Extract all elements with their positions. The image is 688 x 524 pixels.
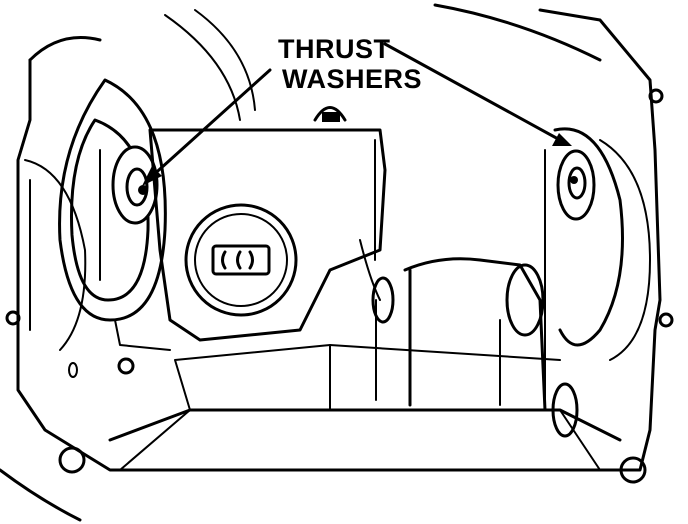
arrowhead-left-icon — [142, 166, 162, 186]
right-bearing-web — [403, 257, 547, 412]
crankcase-floor — [108, 344, 622, 471]
right-thrust-washer-icon — [556, 149, 596, 221]
mount-hole-icon — [58, 446, 86, 474]
right-bearing-bore — [544, 127, 651, 438]
leader-line-left — [148, 68, 272, 180]
leader-line-right — [383, 42, 562, 142]
callout-leaders — [142, 42, 572, 186]
left-bolt-hole-icon — [117, 357, 135, 375]
mount-hole-icon — [648, 88, 664, 104]
mount-hole-icon — [619, 456, 647, 484]
pump-drive-slot-icon — [211, 244, 271, 276]
left-thrust-washer-icon — [111, 145, 159, 225]
right-bolt-boss-icon — [551, 382, 579, 438]
callout-label-line-2: WASHERS — [282, 64, 423, 94]
left-bearing-bore — [24, 78, 171, 378]
right-oil-passage-icon — [505, 263, 545, 337]
callout-label-line-1: THRUST — [278, 34, 391, 64]
oil-pump-port-icon — [184, 203, 298, 317]
center-oil-boss — [148, 106, 395, 401]
mounting-holes — [5, 88, 674, 484]
arrowhead-right-icon — [552, 133, 572, 146]
mount-hole-icon — [658, 312, 674, 328]
mount-hole-icon — [5, 310, 21, 326]
